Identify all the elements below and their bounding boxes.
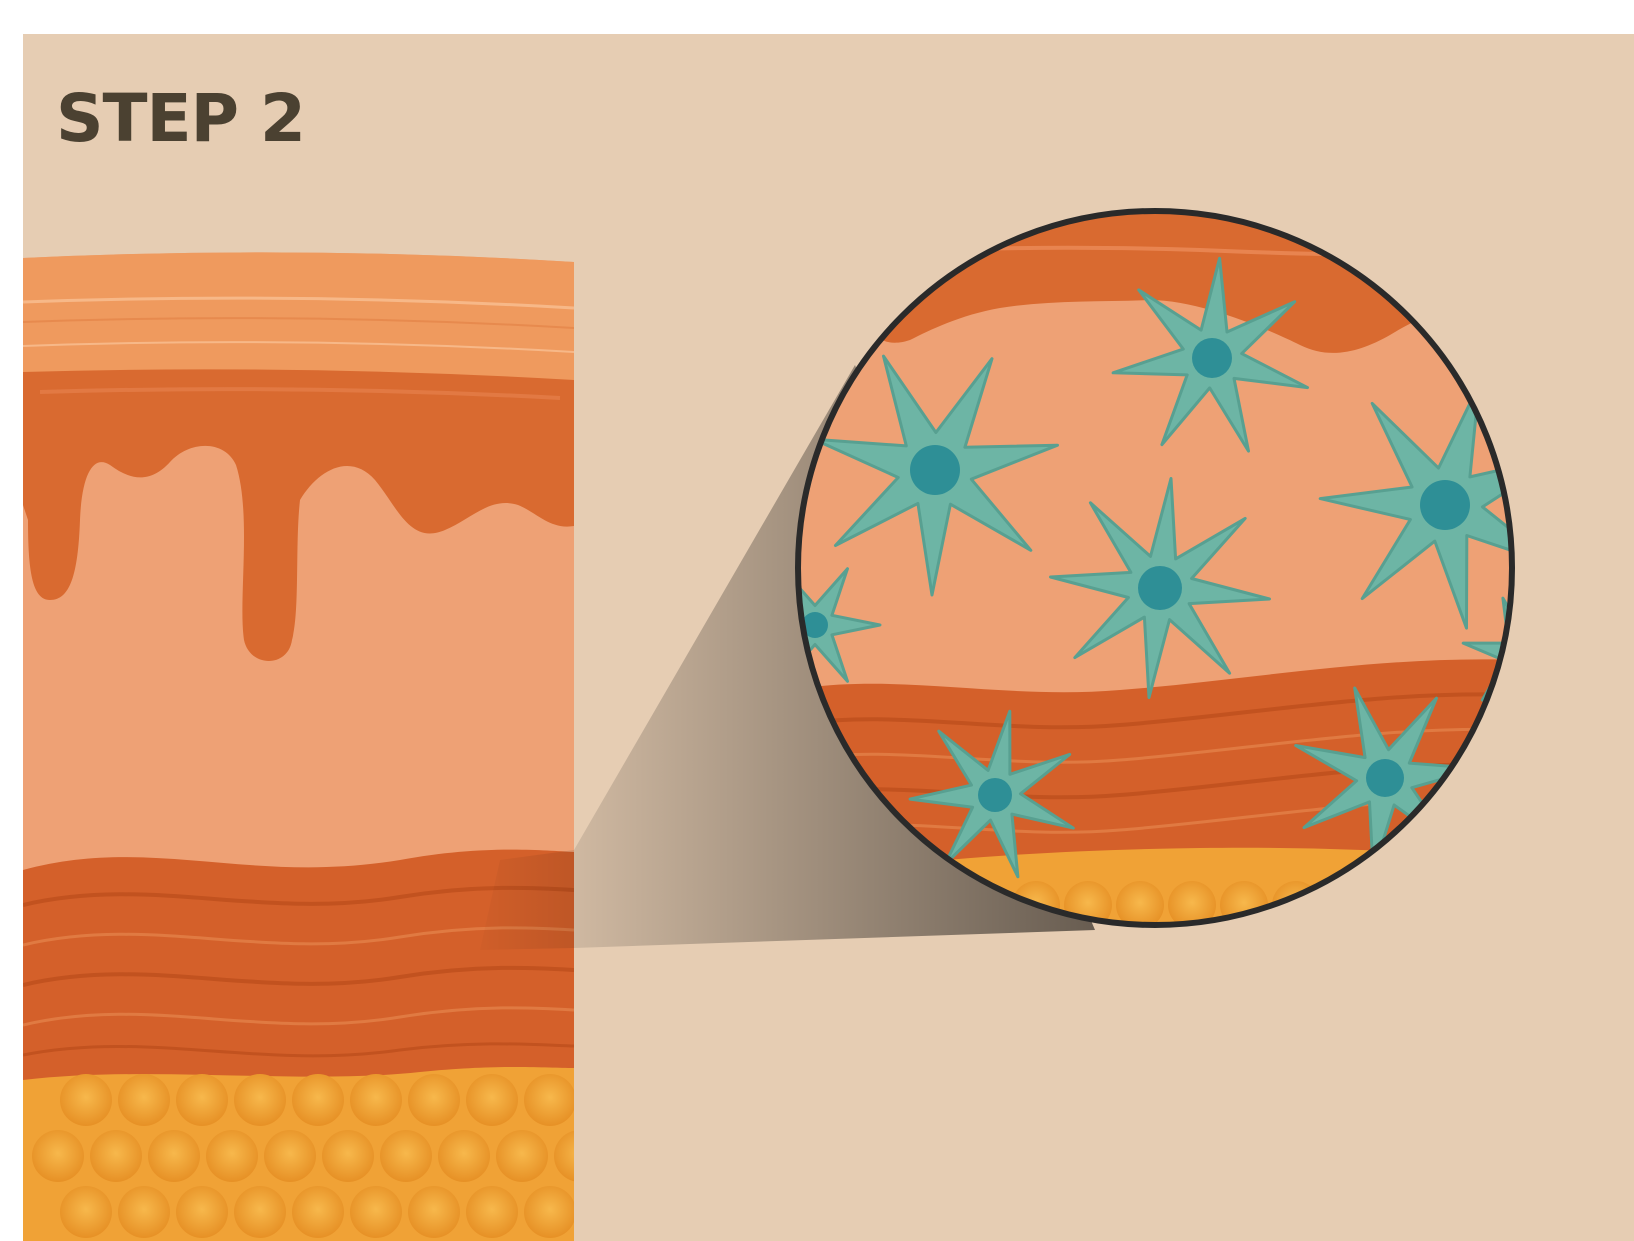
fat-globule: [176, 1074, 228, 1126]
fat-globule: [438, 1130, 490, 1182]
cell-nucleus: [1138, 566, 1182, 610]
fat-globule: [408, 1074, 460, 1126]
fat-globule: [1324, 881, 1372, 929]
fat-globule: [234, 1074, 286, 1126]
fat-globule: [60, 1186, 112, 1238]
fat-globule: [554, 1130, 606, 1182]
stratum-corneum-layer: [23, 250, 574, 382]
fat-globule: [292, 1074, 344, 1126]
skin-block: [23, 250, 606, 1241]
fat-globule: [60, 1074, 112, 1126]
fat-globule: [322, 1130, 374, 1182]
cell-nucleus: [910, 445, 960, 495]
fat-globule: [118, 1074, 170, 1126]
cell-nucleus: [978, 778, 1012, 812]
cell-nucleus: [1366, 759, 1404, 797]
fat-globule: [32, 1130, 84, 1182]
fat-globule: [90, 1130, 142, 1182]
cell-nucleus: [1510, 643, 1534, 667]
fat-globule: [118, 1186, 170, 1238]
fat-globule: [1220, 881, 1268, 929]
fat-globule: [176, 1186, 228, 1238]
cell-nucleus: [1420, 480, 1470, 530]
fat-globule: [206, 1130, 258, 1182]
fat-globule: [234, 1186, 286, 1238]
fat-globule: [524, 1186, 576, 1238]
fat-globule: [264, 1130, 316, 1182]
fat-globule: [408, 1186, 460, 1238]
fat-globule: [350, 1186, 402, 1238]
fat-globule: [380, 1130, 432, 1182]
fat-globule: [496, 1130, 548, 1182]
fat-globule: [350, 1074, 402, 1126]
fat-globule: [524, 1074, 576, 1126]
fat-globule: [466, 1186, 518, 1238]
fat-globule: [466, 1074, 518, 1126]
fat-globule: [292, 1186, 344, 1238]
fat-globule: [148, 1130, 200, 1182]
cell-nucleus: [1192, 338, 1232, 378]
